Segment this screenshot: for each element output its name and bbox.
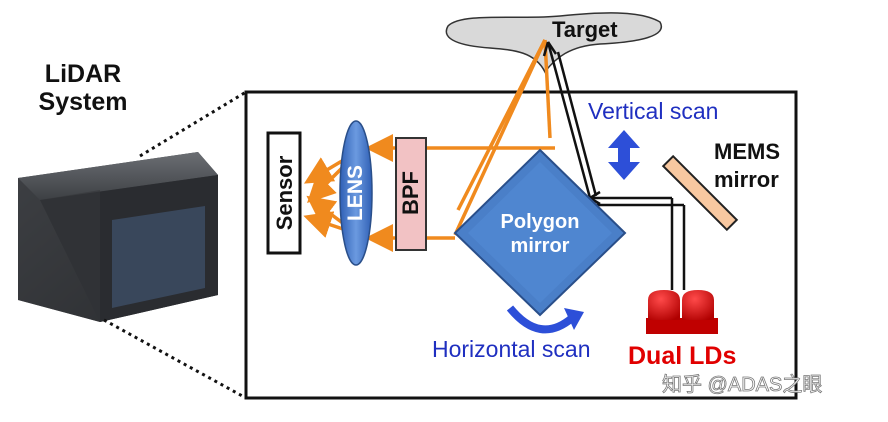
lidar-system-label: LiDAR System [28,60,138,116]
mems-label-line2: mirror [714,167,779,192]
zoom-line-bottom [103,318,247,400]
lens [339,120,373,266]
polygon-mirror [453,148,627,317]
polygon-label-line2: mirror [510,235,570,257]
horizontal-scan-arrow [506,305,584,334]
mems-mirror [661,154,739,232]
bpf-filter [395,137,427,251]
return-beams [303,39,555,252]
lidar-label-line1: LiDAR [44,60,122,88]
dual-lds-label: Dual LDs [628,342,737,370]
sensor-box [266,131,302,255]
mems-label-line1: MEMS [714,139,780,164]
vertical-scan-label: Vertical scan [588,98,719,124]
polygon-label-line1: Polygon [500,211,580,233]
zoom-line-top [139,90,247,158]
sensor-label: Sensor [272,155,297,231]
bpf-label: BPF [398,171,423,215]
mems-label: MEMS mirror [714,138,780,194]
laser-path [542,41,686,290]
vertical-scan-arrow [608,130,640,180]
dual-laser-diodes [646,290,718,334]
lens-label: LENS [344,165,367,222]
target-label: Target [552,17,618,42]
lidar-label-line2: System [38,88,128,116]
polygon-label: Polygon mirror [485,210,595,258]
target-shape [445,12,663,74]
watermark: 知乎 @ADAS之眼 [662,374,823,397]
horizontal-scan-label: Horizontal scan [432,336,591,362]
lidar-device [18,152,218,322]
